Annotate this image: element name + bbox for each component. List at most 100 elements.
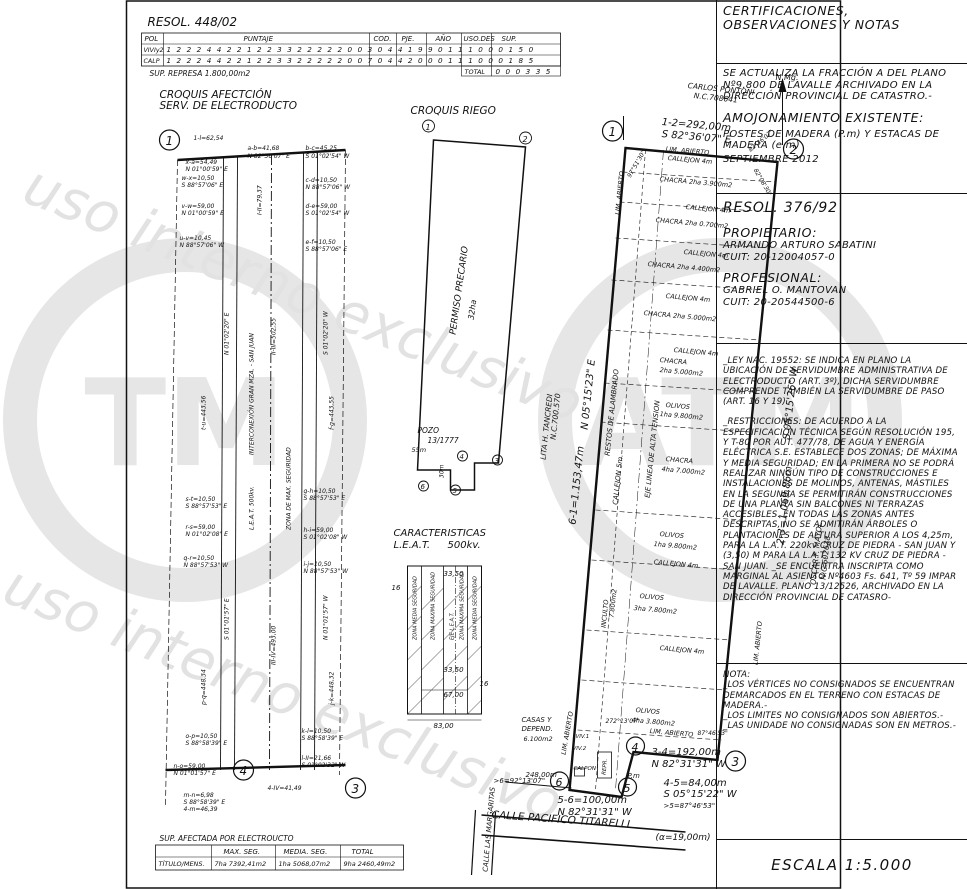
svg-text:CALLEJON 4m: CALLEJON 4m	[683, 248, 728, 260]
svg-text:4ha 3.800m2: 4ha 3.800m2	[631, 716, 675, 728]
svg-text:VIV.2: VIV.2	[573, 746, 587, 752]
resol-376: RESOL. 376/92	[723, 200, 838, 216]
svg-text:7ha 7392,41m2: 7ha 7392,41m2	[215, 860, 267, 868]
propietario-label: PROPIETARIO:	[723, 225, 818, 240]
certificaciones-section: CERTIFICACIONES, OBSERVACIONES Y NOTAS	[717, 0, 967, 64]
svg-text:ZONA MAXIMA SEGURIDAD: ZONA MAXIMA SEGURIDAD	[460, 572, 466, 641]
sheet-border	[125, 0, 842, 889]
permiso-label: PERMISO PRECARIO	[449, 246, 471, 336]
svg-text:d-e=59,00: d-e=59,00	[306, 203, 338, 210]
svg-text:2ha 5.000m2: 2ha 5.000m2	[659, 366, 703, 378]
svg-text:N 88°57'53" W: N 88°57'53" W	[184, 562, 230, 569]
svg-text:n-o=59,00: n-o=59,00	[174, 763, 206, 770]
svg-text:S 88°57'06" E: S 88°57'06" E	[182, 182, 224, 189]
svg-text:OLIVOS: OLIVOS	[635, 706, 660, 716]
svg-text:III-IV=493,00: III-IV=493,00	[271, 625, 278, 665]
svg-text:1ha 9.800m2: 1ha 9.800m2	[653, 540, 697, 552]
svg-text:e-f=10,50: e-f=10,50	[306, 239, 336, 246]
total-label: TOTAL	[465, 68, 486, 76]
svg-text:S 88°57'53" E: S 88°57'53" E	[186, 503, 228, 510]
vertex-4-circle	[625, 736, 646, 756]
svg-text:II-III=502,55: II-III=502,55	[271, 318, 278, 355]
svg-text:TÍTULO/MENS.: TÍTULO/MENS.	[159, 859, 205, 868]
svg-text:P.m: P.m	[628, 772, 640, 780]
svg-text:CALLEJON 4m: CALLEJON 4m	[659, 644, 704, 656]
svg-text:CALLEJON 4m: CALLEJON 4m	[653, 558, 698, 570]
svg-text:6: 6	[421, 483, 426, 491]
propietario-name: ARMANDO ARTURO SABATINI	[723, 240, 877, 251]
puntaje-table: POL PUNTAJE COD. PJE. AÑO USO.DES SUP. V…	[141, 32, 561, 77]
svg-text:5: 5	[453, 487, 458, 495]
svg-text:N 82°36'07" E: N 82°36'07" E	[248, 153, 291, 160]
svg-text:1ha 9.800m2: 1ha 9.800m2	[659, 410, 703, 422]
pozo-number: 13/1777	[428, 436, 459, 445]
vertex-3-circle	[724, 750, 747, 772]
vertex-2-circle	[782, 138, 805, 160]
pozo-label: POZO	[418, 426, 440, 435]
svg-text:4: 4	[632, 741, 639, 754]
svg-text:4-IV=41,49: 4-IV=41,49	[268, 785, 302, 792]
svg-text:S 88°57'06" E: S 88°57'06" E	[306, 246, 348, 253]
side-6-1: 6-1=1.153,47m	[568, 445, 587, 525]
svg-text:VIV.1: VIV.1	[576, 734, 590, 740]
svg-text:N 88°57'06" W: N 88°57'06" W	[180, 242, 226, 249]
svg-text:OLIVOS: OLIVOS	[639, 592, 664, 602]
svg-text:MEDIA. SEG.: MEDIA. SEG.	[284, 848, 328, 856]
svg-text:N 01°02'08" E: N 01°02'08" E	[186, 531, 229, 538]
svg-text:i-j=10,50: i-j=10,50	[304, 561, 332, 568]
nota-3: _LAS UNIDADE NO CONSIGNADAS SON EN METRO…	[723, 721, 956, 732]
th-sup: SUP.	[502, 35, 517, 43]
svg-text:CALLEJON 5m.: CALLEJON 5m.	[612, 454, 625, 505]
amojonamiento-title: AMOJONAMIENTO EXISTENTE:	[723, 109, 924, 125]
side-5-6: 5-6=100,00m	[558, 795, 628, 806]
svg-text:>5=87°46'53": >5=87°46'53"	[664, 802, 716, 810]
svg-text:TOTAL: TOTAL	[352, 848, 374, 856]
svg-text:x-a=54,49: x-a=54,49	[185, 159, 218, 166]
th-pol: POL	[145, 35, 159, 43]
svg-text:o-p=10,50: o-p=10,50	[186, 733, 218, 740]
svg-text:9ha 2460,49m2: 9ha 2460,49m2	[344, 860, 396, 868]
svg-text:33,50: 33,50	[444, 666, 465, 674]
svg-text:j-k=448,32: j-k=448,32	[329, 671, 336, 706]
svg-text:OLIVOS: OLIVOS	[659, 530, 684, 540]
svg-text:ZONA MAXIMA SEGURIDAD: ZONA MAXIMA SEGURIDAD	[431, 572, 437, 641]
th-uso: USO.DES	[464, 35, 496, 43]
croquis-riego-title: CROQUIS RIEGO	[411, 105, 496, 117]
svg-text:w-x=10,50: w-x=10,50	[182, 175, 215, 182]
svg-text:4: 4	[460, 453, 464, 461]
north-arrow-label: N.Mg.	[776, 73, 799, 82]
update-note: SE ACTUALIZA LA FRACCIÓN A DEL PLANO Nº9…	[723, 68, 947, 102]
svg-text:>6=92°13'07": >6=92°13'07"	[494, 777, 546, 785]
caract-title-1: CARACTERISTICAS	[394, 528, 487, 539]
svg-text:1ha 5068,07m2: 1ha 5068,07m2	[279, 860, 331, 868]
main-parcel	[470, 78, 787, 876]
side-4-5: 4-5=84,00m	[664, 778, 727, 789]
svg-text:f-g=443,55: f-g=443,55	[329, 396, 336, 430]
svg-text:u-v=10,45: u-v=10,45	[180, 235, 212, 242]
svg-text:REPR.: REPR.	[602, 758, 609, 775]
side-3-4: 3-4=192,00m	[652, 747, 722, 758]
row1-digits: 1 2 2 2 4 4 2 2 1 2 2 3 3 2 2 2 2 2 0 0 …	[167, 45, 535, 54]
vertex-5-circle	[617, 777, 638, 797]
bearing-5-6: N 82°31'31" W	[558, 807, 633, 818]
svg-text:CALLEJON 4m: CALLEJON 4m	[685, 203, 730, 215]
th-pje: PJE.	[402, 35, 415, 43]
svg-text:LIM. ABIERTO: LIM. ABIERTO	[649, 727, 693, 739]
bearing-6-1: N 05°15'23" E	[580, 358, 598, 430]
th-cod: COD.	[374, 35, 392, 43]
svg-text:LIM. ABIERTO: LIM. ABIERTO	[614, 171, 627, 215]
svg-text:1: 1	[609, 125, 617, 139]
svg-text:k-l=10,50: k-l=10,50	[302, 728, 332, 735]
svg-text:INTERCONEXIÓN GRAN MZA. - SAN: INTERCONEXIÓN GRAN MZA. - SAN JUAN	[249, 333, 256, 455]
profesional-label: PROFESIONAL:	[723, 270, 822, 285]
svg-text:CALLEJON 4m: CALLEJON 4m	[673, 346, 718, 358]
svg-text:S 01°02'54" W: S 01°02'54" W	[306, 210, 351, 217]
bearing-3-4: N 82°31'31" W	[652, 759, 727, 770]
svg-text:S 01°02'20" W: S 01°02'20" W	[323, 310, 330, 355]
certificaciones-title: CERTIFICACIONES, OBSERVACIONES Y NOTAS	[723, 3, 900, 32]
svg-text:7.800m2: 7.800m2	[608, 588, 619, 618]
svg-text:3: 3	[732, 755, 740, 769]
svg-text:67,00: 67,00	[444, 691, 465, 699]
escala-section: ESCALA 1:5.000	[717, 840, 967, 889]
svg-text:ZONA DE MAX. SEGURIDAD: ZONA DE MAX. SEGURIDAD	[286, 447, 293, 531]
